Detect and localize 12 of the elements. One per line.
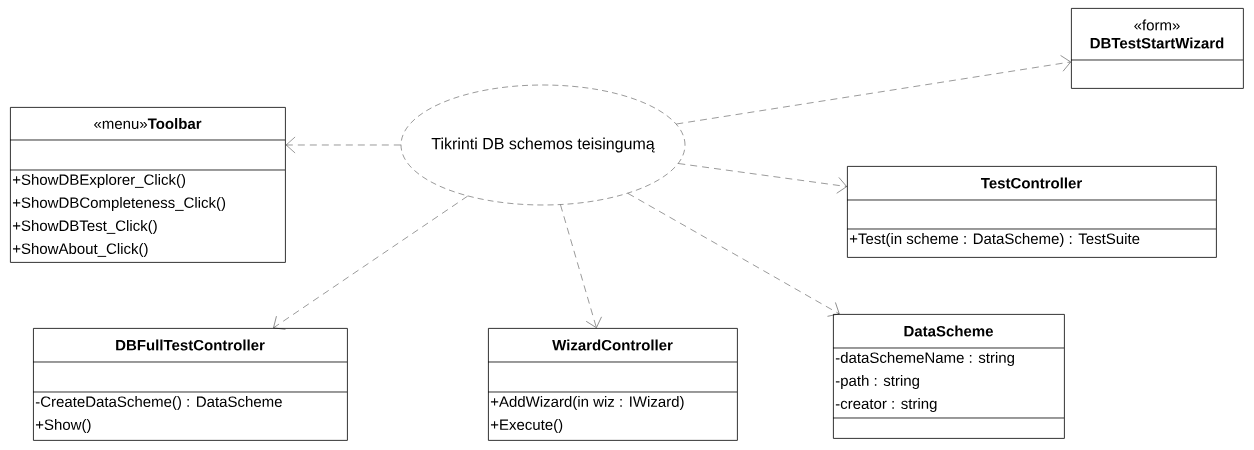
class-box: DBFullTestController -CreateDataScheme() : DataScheme +Show() (32, 328, 348, 441)
class-box: WizardController +AddWizard(in wiz : IWizard) +Execute() (487, 328, 738, 441)
dependency-arrow (627, 193, 840, 317)
dependency-arrow (285, 136, 401, 154)
dependency-arrow (273, 195, 468, 330)
class-box: «form» DBTestStartWizard (1070, 8, 1244, 89)
class-box: «menu»Toolbar +ShowDBExplorer_Click() +ShowDBCompleteness_Click() +ShowDBTest_Click() +ShowAbout_Click() (9, 107, 286, 263)
dependency-arrow (678, 163, 847, 194)
dependency-arrow (560, 204, 602, 328)
class-box: DataScheme -dataSchemeName : string -path : string -creator : string (832, 314, 1065, 439)
class-box: TestController +Test(in scheme : DataScheme) : TestSuite (846, 166, 1217, 258)
dependency-arrow (676, 55, 1071, 125)
